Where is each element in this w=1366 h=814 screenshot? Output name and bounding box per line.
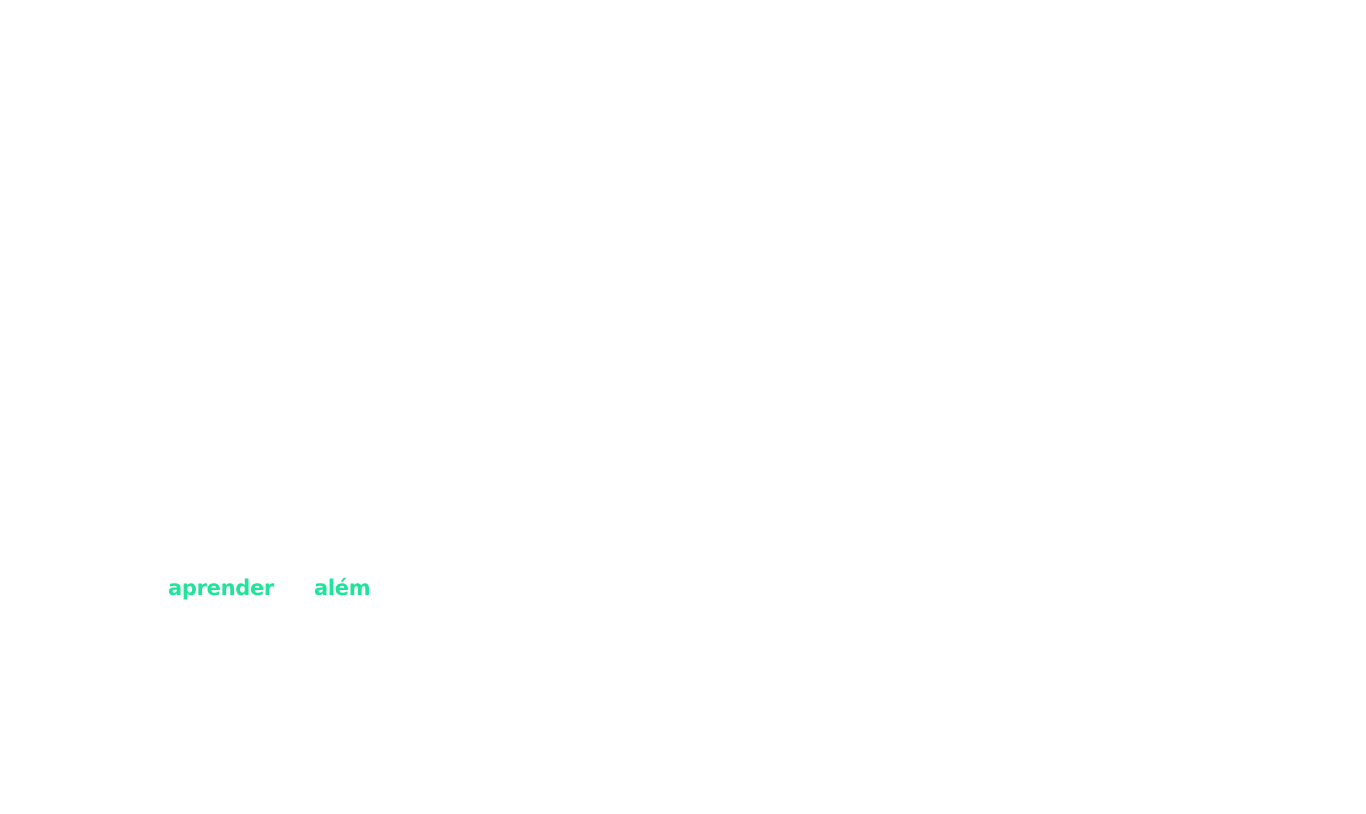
hero-tagline: aprender além (168, 576, 371, 600)
tagline-word-alem: além (313, 576, 371, 600)
tagline-word-aprender: aprender (168, 576, 274, 600)
